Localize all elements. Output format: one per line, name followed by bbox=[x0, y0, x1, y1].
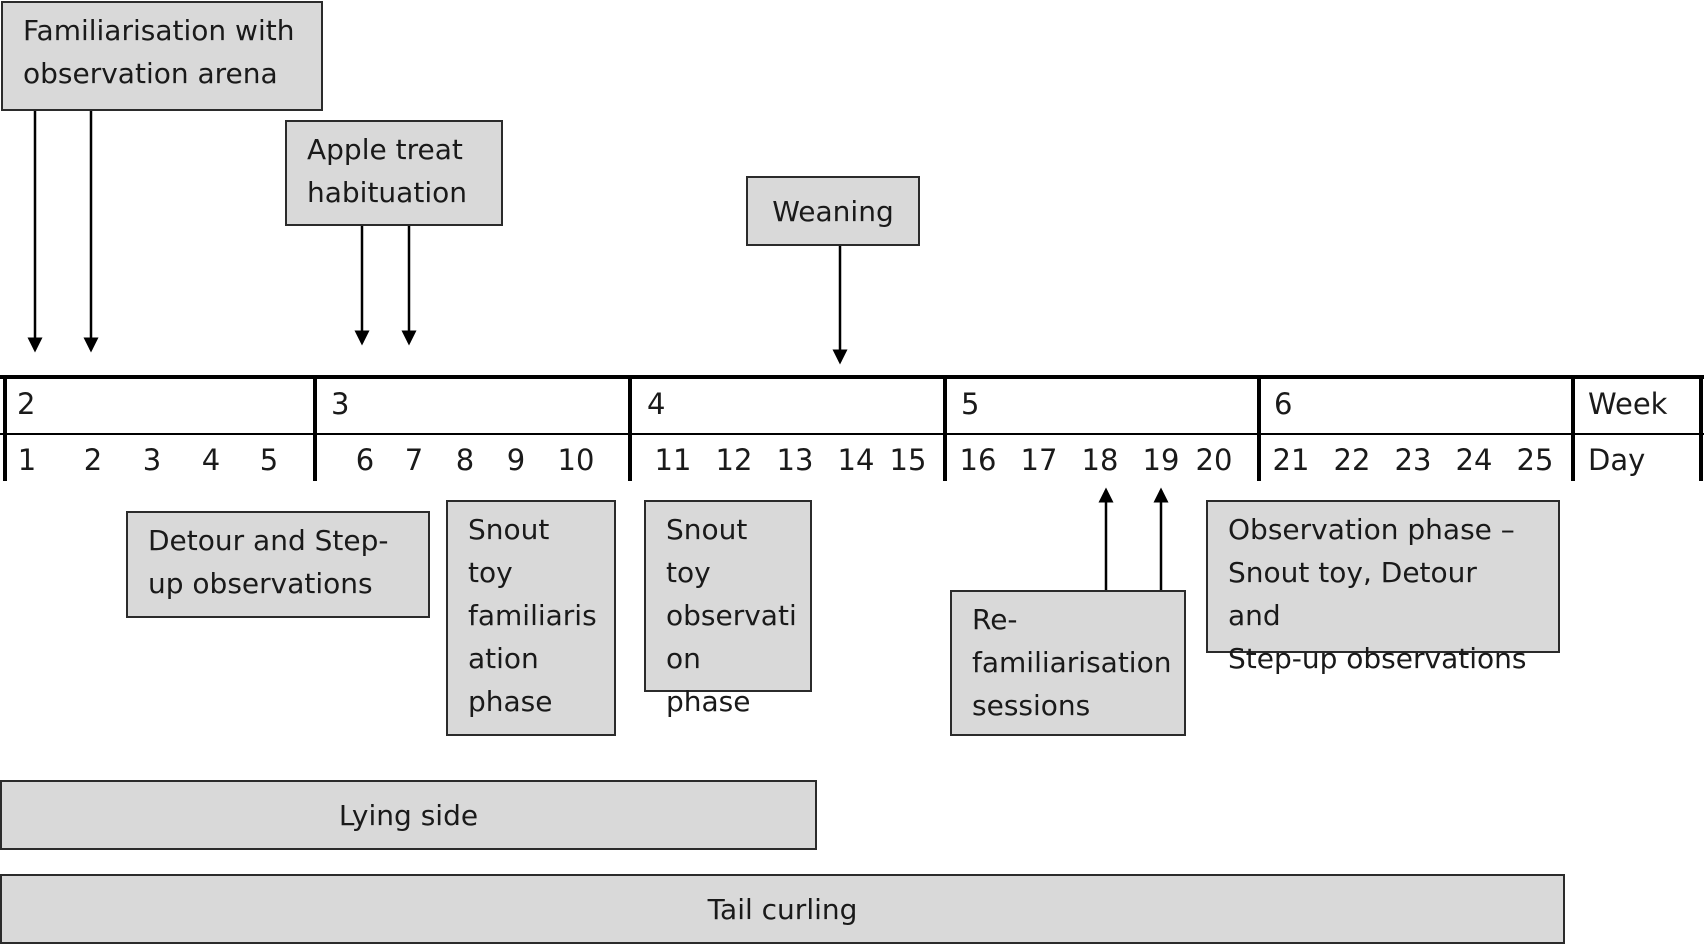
week-divider bbox=[313, 375, 317, 481]
day-label: 9 bbox=[506, 443, 526, 477]
observation-phase-label: Observation phase – Snout toy, Detour an… bbox=[1228, 513, 1527, 675]
observation-phase-box: Observation phase – Snout toy, Detour an… bbox=[1206, 500, 1560, 675]
day-label: 16 bbox=[959, 443, 997, 477]
snout-observation-box: Snout toy observati on phase bbox=[644, 500, 812, 718]
week-label: 3 bbox=[331, 387, 350, 421]
day-label: 8 bbox=[455, 443, 475, 477]
day-label: 7 bbox=[404, 443, 424, 477]
tail-curling-bar: Tail curling bbox=[0, 874, 1565, 944]
familiarisation-label: Familiarisation with observation arena bbox=[23, 14, 295, 90]
day-label: 23 bbox=[1394, 443, 1432, 477]
tail-curling-label: Tail curling bbox=[707, 892, 858, 926]
weaning-box: Weaning bbox=[746, 176, 920, 246]
weaning-label: Weaning bbox=[772, 194, 894, 228]
week-divider bbox=[628, 375, 632, 481]
day-label: 14 bbox=[837, 443, 875, 477]
day-label: 11 bbox=[654, 443, 692, 477]
day-label: 13 bbox=[776, 443, 814, 477]
day-label: 20 bbox=[1195, 443, 1233, 477]
day-label: 15 bbox=[889, 443, 927, 477]
day-label: 12 bbox=[715, 443, 753, 477]
day-header-label: Day bbox=[1588, 443, 1646, 477]
week-label: 6 bbox=[1274, 387, 1293, 421]
week-divider bbox=[1571, 375, 1575, 481]
day-label: 6 bbox=[355, 443, 375, 477]
refamiliarisation-box: Re- familiarisation sessions bbox=[950, 590, 1186, 736]
week-header-label: Week bbox=[1588, 387, 1668, 421]
timeline-mid-line bbox=[0, 433, 1704, 435]
snout-observation-label: Snout toy observati on phase bbox=[666, 513, 797, 718]
day-label: 1 bbox=[17, 443, 37, 477]
day-label: 4 bbox=[201, 443, 221, 477]
day-label: 18 bbox=[1081, 443, 1119, 477]
day-label: 2 bbox=[83, 443, 103, 477]
lying-side-bar: Lying side bbox=[0, 780, 817, 850]
day-label: 3 bbox=[142, 443, 162, 477]
snout-familiarisation-label: Snout toy familiaris ation phase bbox=[468, 513, 597, 718]
week-divider bbox=[943, 375, 947, 481]
week-label: 4 bbox=[647, 387, 666, 421]
week-divider bbox=[1699, 375, 1703, 481]
refamiliarisation-label: Re- familiarisation sessions bbox=[972, 603, 1172, 722]
day-label: 19 bbox=[1142, 443, 1180, 477]
apple-treat-label: Apple treat habituation bbox=[307, 133, 467, 209]
week-label: 2 bbox=[17, 387, 36, 421]
day-label: 5 bbox=[259, 443, 279, 477]
day-label: 24 bbox=[1455, 443, 1493, 477]
day-label: 21 bbox=[1272, 443, 1310, 477]
timeline-top-line bbox=[0, 375, 1704, 379]
day-label: 22 bbox=[1333, 443, 1371, 477]
snout-familiarisation-box: Snout toy familiaris ation phase bbox=[446, 500, 616, 736]
detour-stepup-box: Detour and Step- up observations bbox=[126, 511, 430, 618]
lying-side-label: Lying side bbox=[338, 798, 479, 832]
day-label: 25 bbox=[1516, 443, 1554, 477]
day-label: 10 bbox=[557, 443, 595, 477]
familiarisation-box: Familiarisation with observation arena bbox=[1, 1, 323, 111]
apple-treat-box: Apple treat habituation bbox=[285, 120, 503, 226]
week-label: 5 bbox=[961, 387, 980, 421]
week-divider bbox=[1257, 375, 1261, 481]
detour-stepup-label: Detour and Step- up observations bbox=[148, 524, 389, 600]
day-label: 17 bbox=[1020, 443, 1058, 477]
week-divider bbox=[3, 375, 7, 481]
